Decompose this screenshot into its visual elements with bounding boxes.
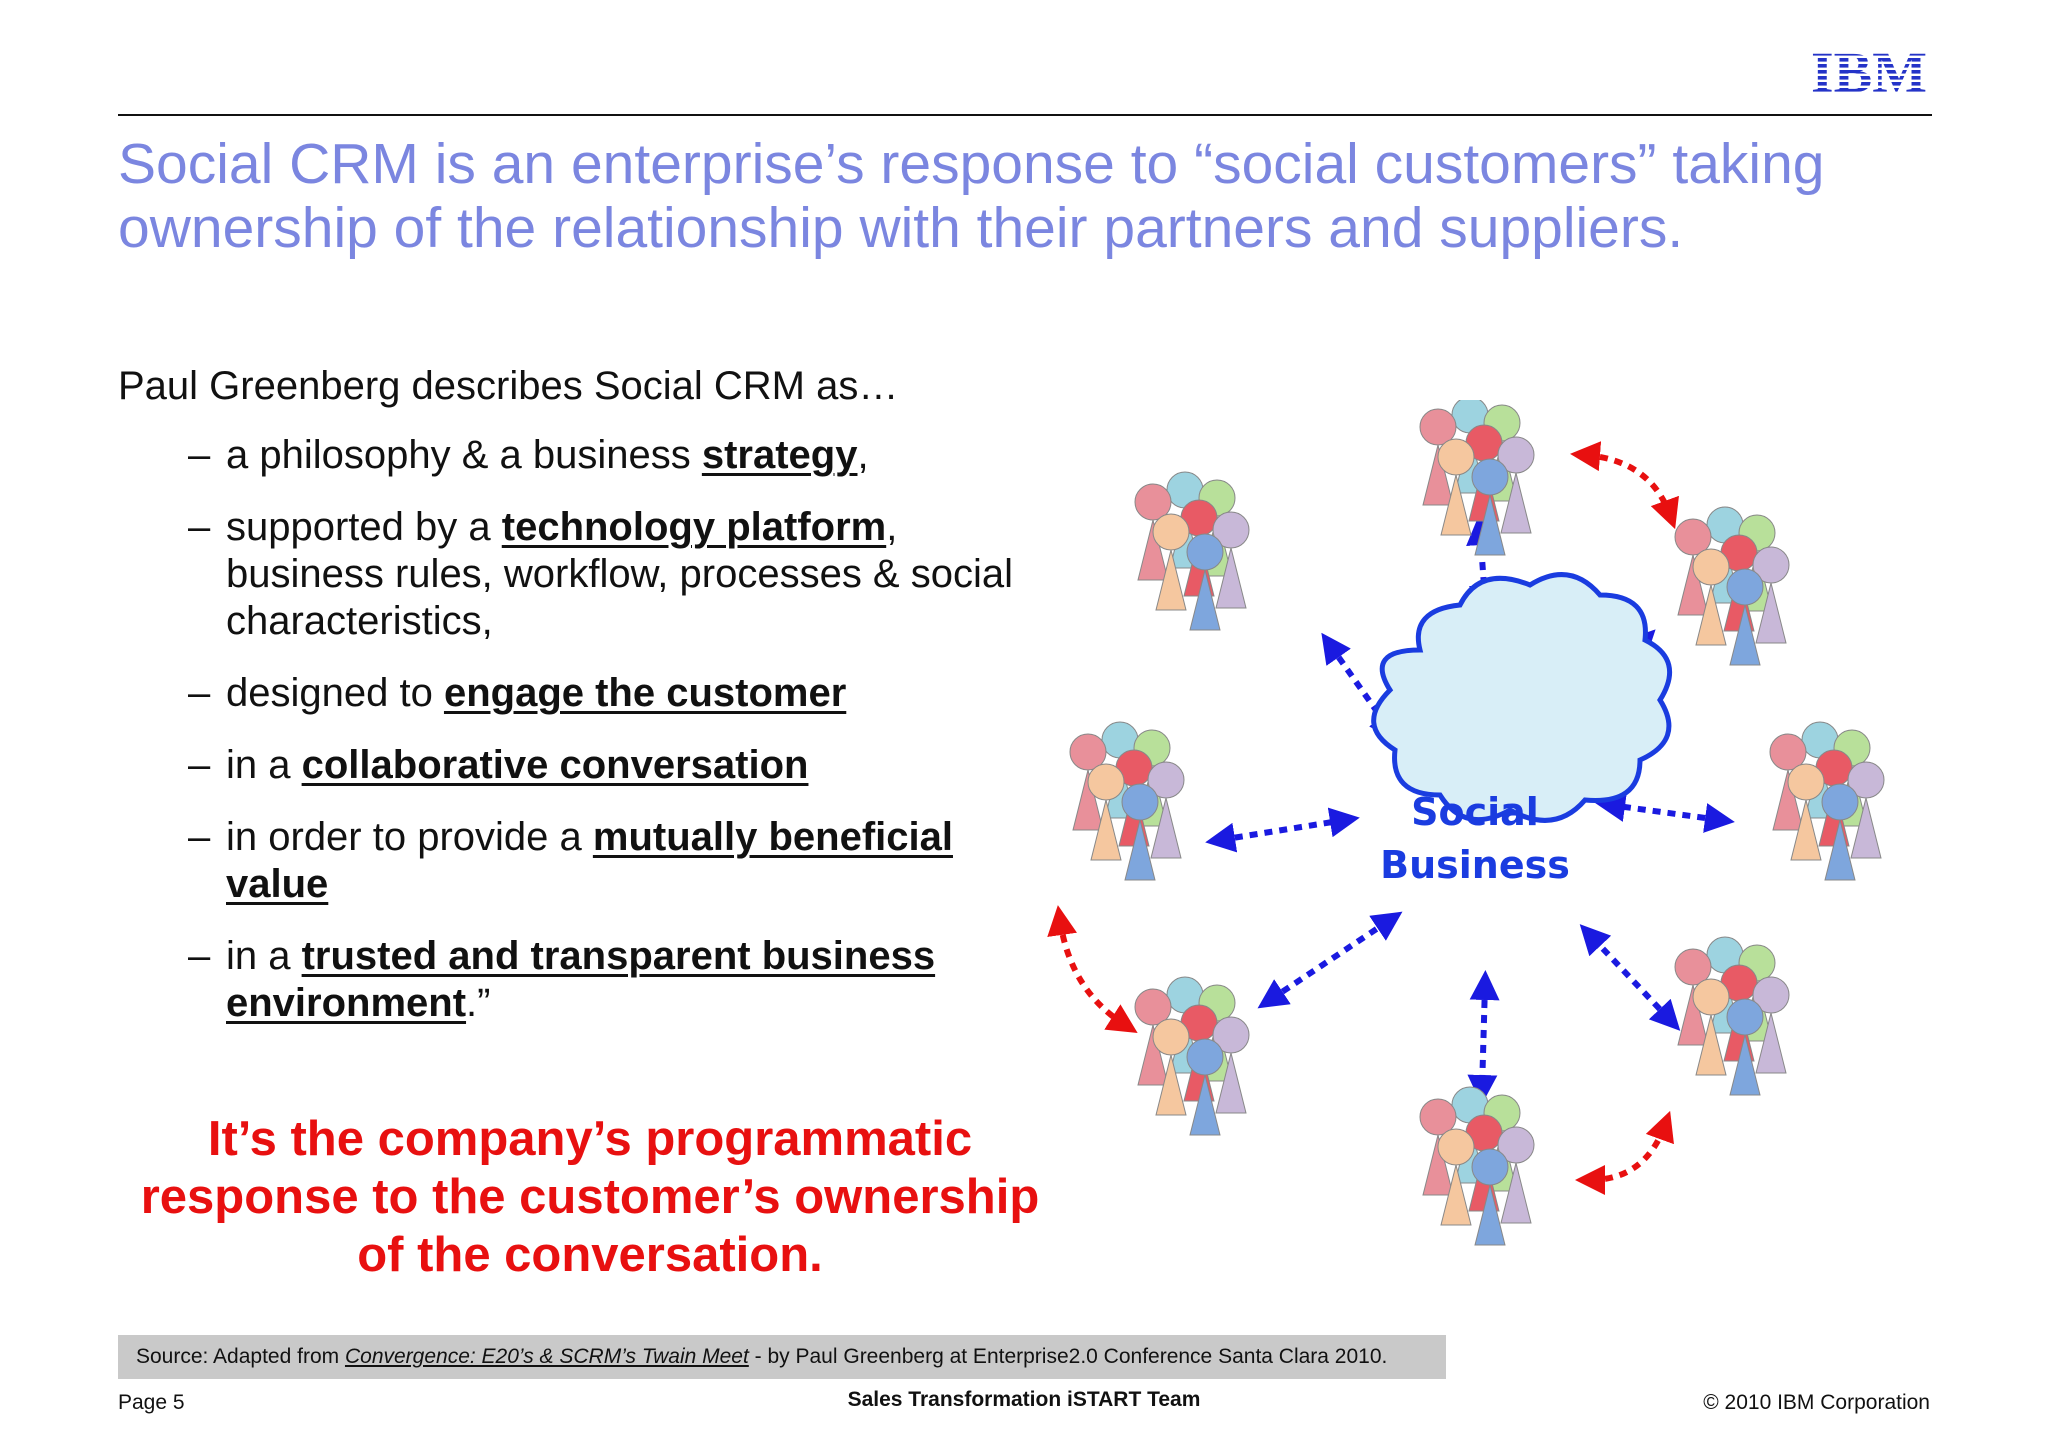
arrows-layer xyxy=(1047,441,1735,1195)
peer-arrow xyxy=(1570,441,1679,530)
tagline: It’s the company’s programmatic response… xyxy=(140,1112,1040,1282)
peer-arrow xyxy=(1575,1110,1674,1195)
cloud-shape xyxy=(1371,572,1673,823)
source-reference: Convergence: E20’s & SCRM’s Twain Meet xyxy=(344,1345,749,1368)
ibm-logo-text: IBM xyxy=(1811,46,1927,98)
page-number: Page 5 xyxy=(118,1391,185,1414)
peer-arrow xyxy=(1047,905,1138,1034)
people-group-icon xyxy=(1134,471,1250,631)
keyword: engage the customer xyxy=(443,671,847,715)
hub-arrow xyxy=(1205,807,1360,853)
list-item: –in a collaborative conversation xyxy=(188,743,809,787)
people-group-icon xyxy=(1674,936,1790,1096)
hub-arrow xyxy=(1595,792,1735,833)
people-group-icon xyxy=(1069,721,1185,881)
hub-arrow xyxy=(1467,970,1500,1105)
keyword: strategy xyxy=(701,433,858,477)
keyword: mutually beneficial value xyxy=(226,815,953,906)
footer-team: Sales Transformation iSTART Team xyxy=(847,1388,1201,1411)
people-groups-layer xyxy=(1069,400,1885,1246)
hub-arrow xyxy=(1579,924,1681,1031)
hub-arrow xyxy=(1321,632,1399,743)
keyword: trusted and transparent business environ… xyxy=(226,934,936,1025)
list-item: –supported by a technology platform, bus… xyxy=(188,505,1013,643)
header-rule xyxy=(118,114,1932,116)
people-group-icon xyxy=(1134,976,1250,1136)
copyright: © 2010 IBM Corporation xyxy=(1703,1391,1930,1414)
people-group-icon xyxy=(1769,721,1885,881)
list-item: –in order to provide a mutually benefici… xyxy=(188,815,953,906)
list-item: –a philosophy & a business strategy, xyxy=(188,433,869,477)
keyword: technology platform xyxy=(501,505,887,549)
people-group-icon xyxy=(1419,1086,1535,1246)
definition-list: –a philosophy & a business strategy, –su… xyxy=(188,432,1018,1052)
cloud-label-line1: Social xyxy=(1411,790,1539,834)
social-business-diagram: Social Business xyxy=(1047,400,1885,1246)
hub-arrow xyxy=(1466,515,1499,615)
social-business-cloud: Social Business xyxy=(1371,572,1673,887)
source-note: Source: Adapted from Convergence: E20’s … xyxy=(118,1335,1446,1379)
cloud-label-line2: Business xyxy=(1380,843,1570,887)
keyword: collaborative conversation xyxy=(301,743,809,787)
people-group-icon xyxy=(1419,400,1535,556)
intro-text: Paul Greenberg describes Social CRM as… xyxy=(118,364,899,408)
list-item: –designed to engage the customer xyxy=(188,671,847,715)
people-group-icon xyxy=(1674,506,1790,666)
hub-arrow xyxy=(1257,911,1403,1009)
list-item: –in a trusted and transparent business e… xyxy=(188,934,936,1025)
ibm-logo: IBM xyxy=(1811,46,1927,98)
slide-title: Social CRM is an enterprise’s response t… xyxy=(118,132,1825,260)
